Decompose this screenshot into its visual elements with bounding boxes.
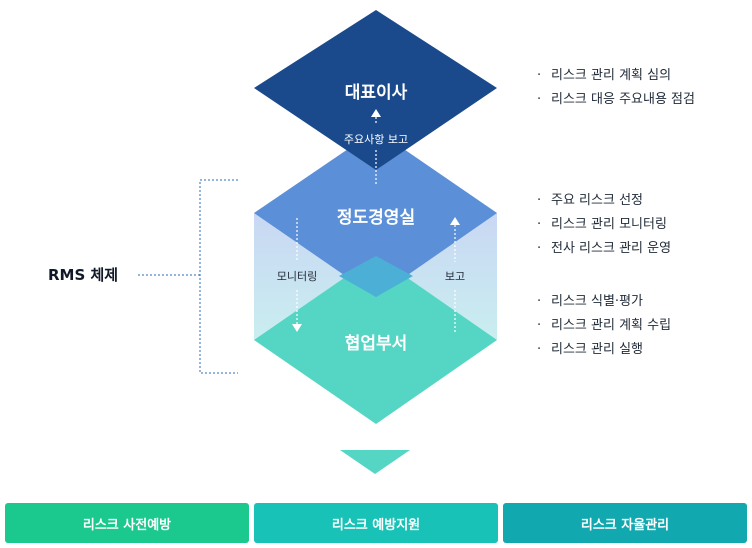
overlap-diamond	[339, 256, 413, 297]
list-item: 리스크 관리 계획 수립	[537, 314, 671, 338]
list-item: 리스크 관리 모니터링	[537, 213, 671, 237]
cooperation-diamond	[254, 256, 497, 424]
list-item: 주요 리스크 선정	[537, 189, 671, 213]
down-chevron-icon	[340, 450, 410, 474]
list-item: 리스크 대응 주요내용 점검	[537, 88, 695, 112]
cooperation-responsibilities: 리스크 식별·평가 리스크 관리 계획 수립 리스크 관리 실행	[537, 290, 671, 362]
list-item: 리스크 관리 실행	[537, 338, 671, 362]
list-item: 리스크 식별·평가	[537, 290, 671, 314]
list-item: 리스크 관리 계획 심의	[537, 64, 695, 88]
rms-label: RMS 체제	[48, 266, 119, 284]
cooperation-label: 협업부서	[345, 333, 408, 354]
ceo-diamond	[254, 10, 497, 170]
outcome-support: 리스크 예방지원	[254, 503, 498, 543]
arrow-up-icon	[371, 109, 381, 117]
ceo-label: 대표이사	[345, 83, 408, 103]
rms-bracket	[199, 179, 238, 374]
management-diamond	[254, 130, 497, 297]
arrow-down-icon	[292, 324, 302, 332]
management-responsibilities: 주요 리스크 선정 리스크 관리 모니터링 전사 리스크 관리 운영	[537, 189, 671, 261]
report-to-ceo-label: 주요사항 보고	[344, 133, 408, 146]
outcome-self-management: 리스크 자율관리	[503, 503, 747, 543]
list-item: 전사 리스크 관리 운영	[537, 237, 671, 261]
monitoring-label: 모니터링	[277, 270, 317, 283]
management-label: 정도경영실	[337, 208, 415, 228]
outcome-prevention: 리스크 사전예방	[5, 503, 249, 543]
ceo-responsibilities: 리스크 관리 계획 심의 리스크 대응 주요내용 점검	[537, 64, 695, 112]
report-label: 보고	[445, 270, 465, 283]
arrow-up-icon	[450, 217, 460, 225]
